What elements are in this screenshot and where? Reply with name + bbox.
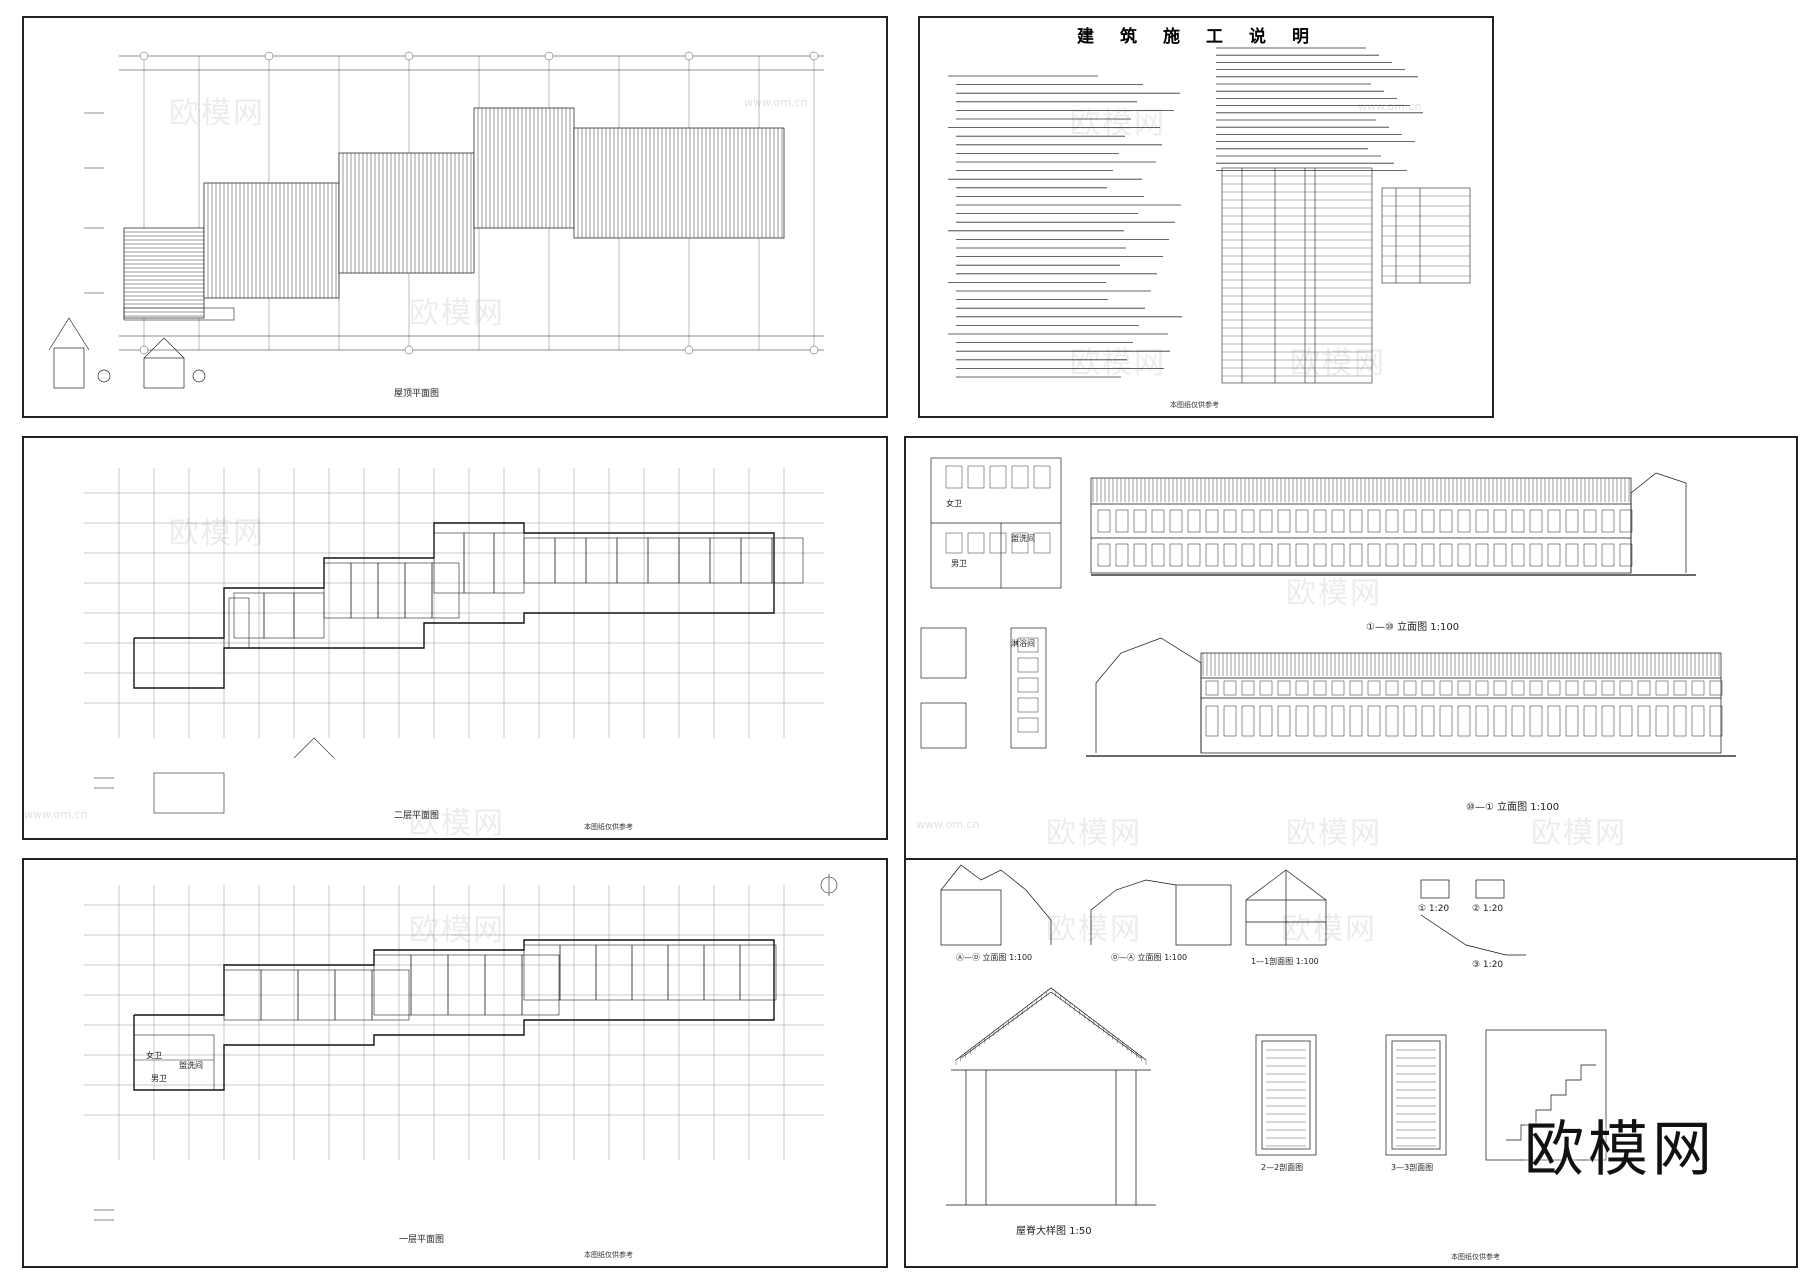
room-female-1f: 女卫 (146, 1051, 162, 1060)
watermark: 欧模网 (1046, 816, 1142, 851)
first-floor-drawing (84, 874, 838, 1221)
watermark: 欧模网 (1290, 346, 1386, 381)
room-shower: 淋浴间 (1011, 639, 1035, 648)
elevation-d-title: Ⓓ—Ⓐ 立面图 1:100 (1111, 953, 1188, 962)
sections-drawing (940, 864, 1607, 1206)
elevation-a-title: ①—⑩ 立面图 1:100 (1366, 622, 1460, 633)
watermark: 欧模网 (1286, 816, 1382, 851)
watermark: 欧模网 (409, 806, 505, 840)
elevation-c-title: Ⓐ—Ⓓ 立面图 1:100 (956, 953, 1033, 962)
watermark: 欧模网 (1281, 912, 1377, 947)
ridge-detail-title: 屋脊大样图 1:50 (1016, 1226, 1092, 1237)
watermark-url: www.om.cn (916, 818, 980, 831)
section-3-title: 3—3剖面图 (1391, 1163, 1434, 1172)
room-wash: 盥洗间 (1011, 534, 1035, 543)
watermark: 欧模网 (169, 516, 265, 551)
section-1-title: 1—1剖面图 1:100 (1251, 957, 1319, 966)
sheet-elevations: ①—⑩ 立面图 1:100 ⑩—① 立面图 1:100 女卫 男卫 盥洗间 淋浴… (904, 436, 1798, 860)
notes-footer: 本图纸仅供参考 (1170, 401, 1219, 409)
notes-content (948, 47, 1471, 384)
watermark: 欧模网 (1070, 106, 1166, 141)
sections-footer: 本图纸仅供参考 (1451, 1253, 1500, 1261)
notes-title: 建筑施工说明 (1077, 27, 1335, 47)
section-2-title: 2—2剖面图 (1261, 1163, 1304, 1172)
second-floor-drawing (84, 468, 824, 814)
sheet-second-floor-plan: 二层平面图 欧模网 欧模网 www.om.cn 本图纸仅供参考 (22, 436, 888, 840)
watermark: 欧模网 (409, 913, 505, 948)
watermark: 欧模网 (169, 96, 265, 131)
elevations-drawing (920, 457, 1736, 757)
watermark: 欧模网 (409, 296, 505, 331)
roof-plan-drawing (48, 51, 824, 389)
first-floor-footer: 本图纸仅供参考 (584, 1251, 633, 1259)
second-floor-title: 二层平面图 (394, 811, 440, 821)
watermark-url: www.om.cn (744, 96, 808, 109)
detail-2-title: ② 1:20 (1472, 904, 1504, 914)
sheet-first-floor-plan: 一层平面图 女卫 男卫 盥洗间 欧模网 本图纸仅供参考 (22, 858, 888, 1268)
sheet-roof-plan: 屋顶平面图 欧模网 欧模网 www.om.cn (22, 16, 888, 418)
detail-3-title: ③ 1:20 (1472, 960, 1504, 970)
watermark: 欧模网 (1070, 346, 1166, 381)
brand-logo: 欧模网 (1524, 1115, 1716, 1185)
roof-plan-title: 屋顶平面图 (394, 389, 440, 399)
watermark: 欧模网 (1046, 912, 1142, 947)
room-wash-1f: 盥洗间 (179, 1061, 203, 1070)
room-female: 女卫 (946, 499, 962, 508)
watermark: 欧模网 (1531, 816, 1627, 851)
elevation-b-title: ⑩—① 立面图 1:100 (1466, 802, 1560, 813)
second-floor-footer: 本图纸仅供参考 (584, 823, 633, 831)
room-male: 男卫 (951, 559, 967, 568)
watermark-url: www.om.cn (1358, 100, 1422, 113)
watermark: 欧模网 (1286, 576, 1382, 611)
sheet-construction-notes: 建筑施工说明 欧模网 欧模网 欧模网 www.om.cn 本图纸仅供参考 (918, 16, 1494, 418)
sheet-sections-details: Ⓐ—Ⓓ 立面图 1:100 Ⓓ—Ⓐ 立面图 1:100 1—1剖面图 1:100… (904, 858, 1798, 1268)
room-male-1f: 男卫 (151, 1074, 167, 1083)
first-floor-title: 一层平面图 (399, 1235, 445, 1245)
watermark-url: www.om.cn (24, 808, 88, 821)
detail-1-title: ① 1:20 (1418, 904, 1450, 914)
